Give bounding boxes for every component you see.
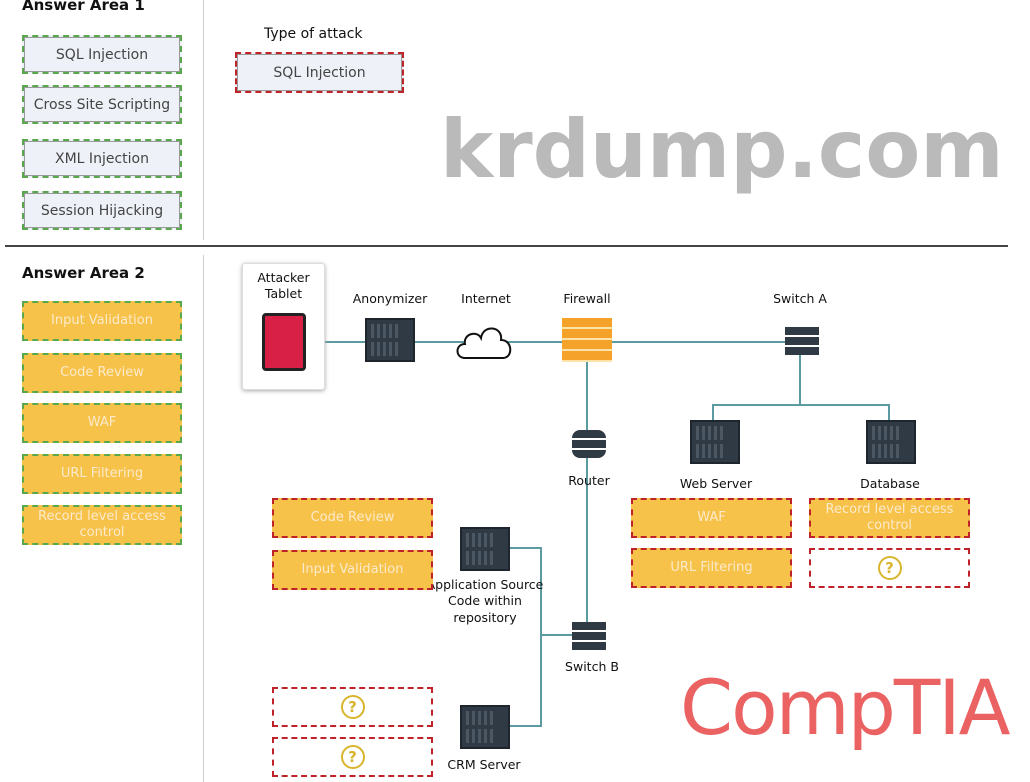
switch-a-icon <box>785 327 819 355</box>
option-waf[interactable]: WAF <box>22 403 182 443</box>
web-slot-1[interactable]: WAF <box>631 498 792 538</box>
option-xml-injection[interactable]: XML Injection <box>22 139 182 178</box>
answer-area-1-title: Answer Area 1 <box>22 0 145 14</box>
crm-server-icon <box>460 705 510 749</box>
app-slot-1[interactable]: Code Review <box>272 498 433 538</box>
comptia-logo: CompTIA <box>680 663 1011 752</box>
db-slot-1[interactable]: Record level access control <box>809 498 970 538</box>
db-slot-2[interactable]: ? <box>809 548 970 588</box>
crm-slot-2[interactable]: ? <box>272 737 433 777</box>
site-watermark: krdump.com <box>440 103 1004 196</box>
switch-b-icon <box>572 622 606 650</box>
crm-slot-1[interactable]: ? <box>272 687 433 727</box>
web-slot-2[interactable]: URL Filtering <box>631 548 792 588</box>
router-icon <box>572 430 606 458</box>
option-sql-injection[interactable]: SQL Injection <box>22 35 182 74</box>
tablet-icon <box>261 312 306 371</box>
router-label: Router <box>568 473 610 488</box>
option-url-filtering[interactable]: URL Filtering <box>22 454 182 494</box>
type-of-attack-dropzone[interactable]: SQL Injection <box>235 52 404 93</box>
option-cross-site-scripting[interactable]: Cross Site Scripting <box>22 85 182 124</box>
app-server-label: Application Source Code within repositor… <box>426 577 544 625</box>
switch-b-label: Switch B <box>565 659 619 674</box>
answer-area-2-title: Answer Area 2 <box>22 264 145 282</box>
option-session-hijacking[interactable]: Session Hijacking <box>22 191 182 230</box>
web-server-label: Web Server <box>679 476 753 491</box>
divider <box>203 255 204 782</box>
database-label: Database <box>860 476 920 491</box>
firewall-label: Firewall <box>563 291 611 306</box>
attacker-label: Attacker Tablet <box>257 270 310 302</box>
anonymizer-label: Anonymizer <box>352 291 428 306</box>
option-code-review[interactable]: Code Review <box>22 353 182 393</box>
option-record-level-access-control[interactable]: Record level access control <box>22 505 182 545</box>
question-icon: ? <box>340 695 365 719</box>
type-of-attack-label: Type of attack <box>264 26 363 42</box>
option-input-validation[interactable]: Input Validation <box>22 301 182 341</box>
firewall-icon <box>562 318 612 362</box>
question-icon: ? <box>877 556 902 580</box>
database-icon <box>866 420 916 464</box>
switch-a-label: Switch A <box>773 291 827 306</box>
web-server-icon <box>690 420 740 464</box>
cloud-icon <box>456 327 512 359</box>
divider <box>203 0 204 240</box>
attacker-tablet-card: Attacker Tablet <box>242 263 325 390</box>
question-icon: ? <box>340 745 365 769</box>
crm-server-label: CRM Server <box>447 757 521 772</box>
anonymizer-server-icon <box>365 318 415 362</box>
app-slot-2[interactable]: Input Validation <box>272 550 433 590</box>
divider <box>5 245 1008 247</box>
app-server-icon <box>460 527 510 571</box>
internet-label: Internet <box>461 291 511 306</box>
